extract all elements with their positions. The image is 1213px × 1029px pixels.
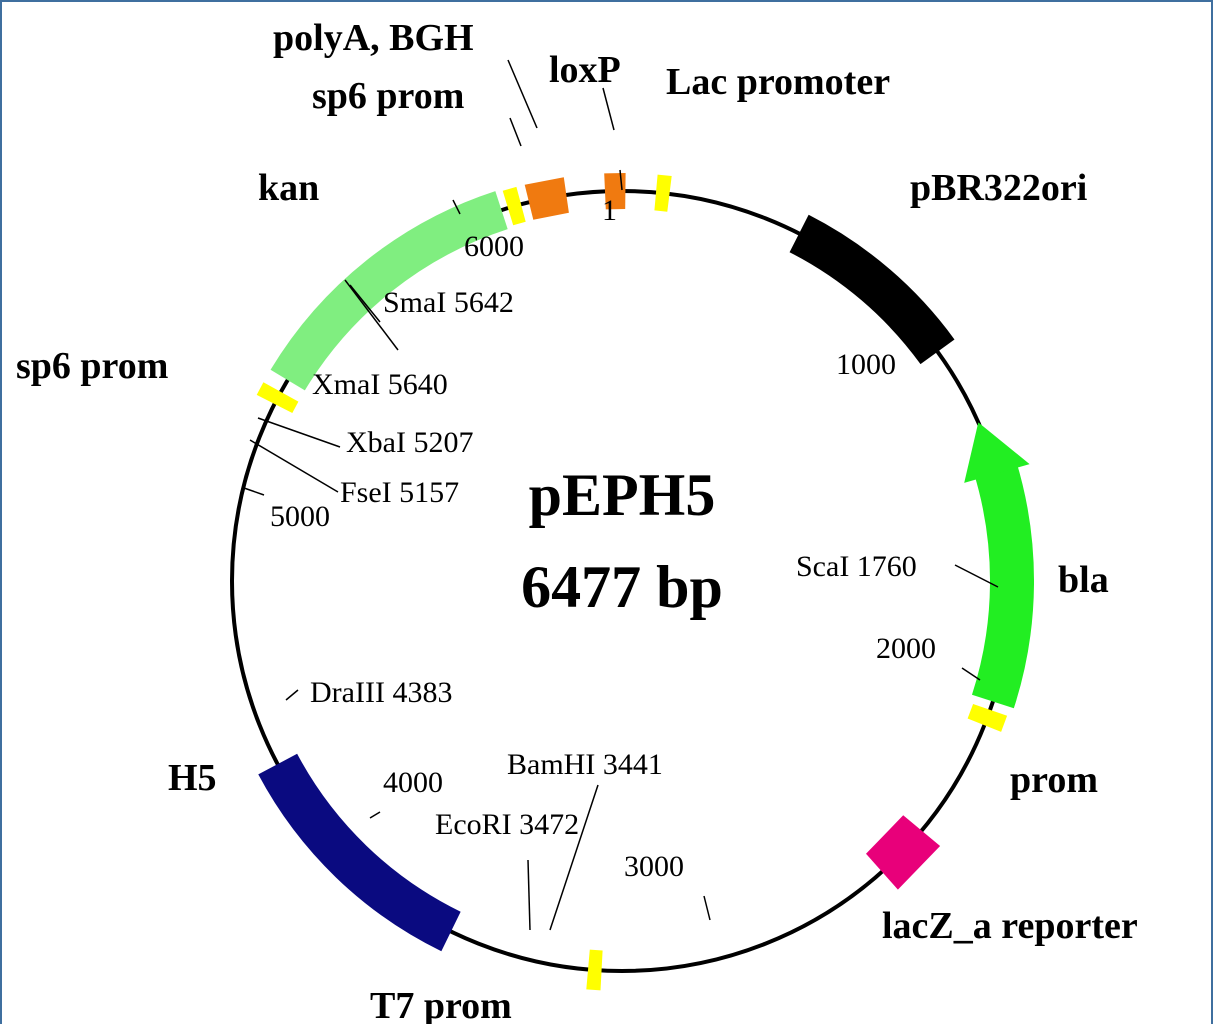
tick-label-1000: 1000 (836, 348, 896, 381)
bla-arrowhead (964, 422, 1030, 483)
kan-feature-arc (270, 191, 508, 391)
loxp-box (604, 173, 626, 210)
pbr322ori-feature-arc (789, 214, 955, 365)
h5-label: H5 (168, 757, 217, 799)
lac-promoter-label: Lac promoter (666, 61, 890, 103)
lac-promoter-box (654, 174, 672, 212)
plasmid-size: 6477 bp (521, 554, 723, 620)
plasmid-name: pEPH5 (529, 462, 716, 528)
tick-label-3000: 3000 (624, 850, 684, 883)
h5-feature-arc (258, 753, 461, 952)
smai-site-label: SmaI 5642 (383, 286, 514, 319)
polya-bgh-label: polyA, BGH (273, 17, 474, 59)
sp6-prom-box-left (256, 382, 299, 413)
scai-site-label: ScaI 1760 (796, 550, 917, 583)
xbai-site-label: XbaI 5207 (346, 426, 473, 459)
draiii-site-label: DraIII 4383 (310, 676, 452, 709)
kan-label: kan (258, 167, 319, 209)
leader-lines (243, 59, 999, 931)
lacz-reporter-box (866, 815, 941, 890)
xmai-site-label: XmaI 5640 (312, 368, 448, 401)
t7-prom-box (586, 949, 603, 991)
prom-box (967, 704, 1008, 732)
bamhi-site-label: BamHI 3441 (507, 748, 663, 781)
ecori-site-label: EcoRI 3472 (435, 808, 579, 841)
fsei-site-label: FseI 5157 (340, 476, 459, 509)
loxp-label: loxP (549, 49, 621, 91)
sp6-prom-box-top (502, 186, 526, 226)
tick-label-6000: 6000 (464, 230, 524, 263)
tick-label-4000: 4000 (383, 766, 443, 799)
bla-label: bla (1058, 559, 1109, 601)
t7-prom-label: T7 prom (370, 985, 512, 1024)
prom-label: prom (1010, 759, 1098, 801)
lacz-reporter-label: lacZ_a reporter (882, 905, 1138, 947)
tick-label-1: 1 (602, 194, 617, 227)
polya-bgh-box (524, 177, 569, 220)
pbr322ori-label: pBR322ori (910, 167, 1087, 209)
bla-feature-arc (971, 460, 1034, 709)
tick-label-5000: 5000 (270, 500, 330, 533)
sp6-prom-label-left: sp6 prom (16, 345, 168, 387)
tick-label-2000: 2000 (876, 632, 936, 665)
sp6-prom-label-top: sp6 prom (312, 75, 464, 117)
